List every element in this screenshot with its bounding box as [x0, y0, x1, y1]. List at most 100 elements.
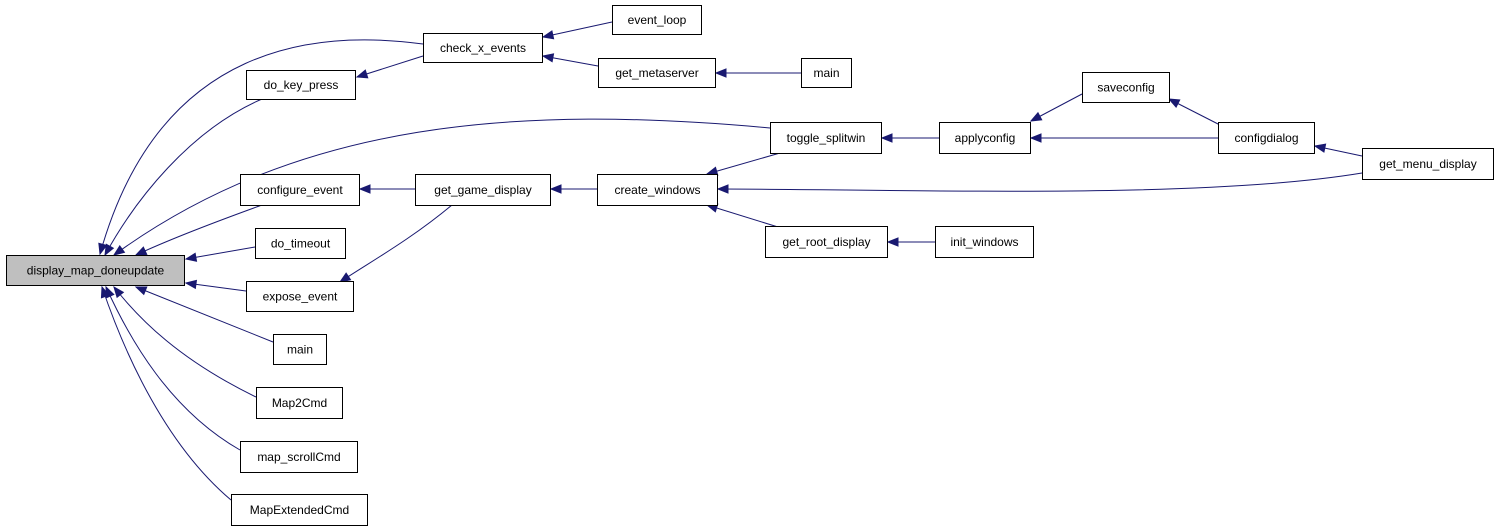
node-display-map-doneupdate[interactable]: display_map_doneupdate [6, 255, 185, 286]
edge-line [101, 286, 232, 501]
edge-arrowhead [358, 184, 371, 194]
node-label: main [287, 343, 313, 357]
node-expose-event[interactable]: expose_event [246, 281, 354, 312]
node-map-scrollcmd[interactable]: map_scrollCmd [240, 441, 358, 473]
edge-line [185, 246, 256, 260]
node-create-windows[interactable]: create_windows [597, 174, 718, 206]
edge-arrowhead [714, 68, 727, 78]
edge-arrowhead [705, 166, 719, 176]
node-box [256, 387, 343, 419]
edge-line [104, 98, 263, 256]
node-label: MapExtendedCmd [250, 503, 349, 517]
node-init-windows[interactable]: init_windows [935, 226, 1034, 258]
edge-configdialog-to-saveconfig [1167, 98, 1221, 126]
node-box [231, 494, 368, 526]
node-box [765, 226, 888, 258]
node-box [246, 70, 356, 100]
edge-main_b-to-display_map_doneupdate [134, 286, 274, 343]
edge-get_metaserver-to-check_x_events [541, 53, 599, 67]
edge-arrowhead [355, 69, 369, 79]
edge-line [706, 204, 779, 228]
edge-get_game_display-to-expose_event [338, 204, 453, 283]
node-label: map_scrollCmd [257, 450, 340, 464]
node-box [939, 122, 1031, 154]
node-box [255, 228, 346, 259]
node-configdialog[interactable]: configdialog [1218, 122, 1315, 154]
edge-arrowhead [1029, 111, 1043, 122]
edge-event_loop-to-check_x_events [541, 21, 613, 40]
node-map2cmd[interactable]: Map2Cmd [256, 387, 343, 419]
edge-arrowhead [184, 279, 198, 290]
node-saveconfig[interactable]: saveconfig [1082, 72, 1170, 103]
edge-Map2Cmd-to-display_map_doneupdate [113, 285, 257, 398]
edge-map_scrollCmd-to-display_map_doneupdate [105, 285, 241, 451]
node-label: display_map_doneupdate [27, 264, 165, 278]
edge-line [717, 172, 1363, 192]
node-label: do_timeout [271, 237, 331, 251]
node-label: expose_event [263, 290, 338, 304]
node-get-game-display[interactable]: get_game_display [415, 174, 551, 206]
node-box [770, 122, 882, 154]
edge-arrowhead [716, 184, 729, 194]
node-box [415, 174, 551, 206]
edge-MapExtendedCmd-to-display_map_doneupdate [100, 285, 232, 501]
node-box [423, 33, 543, 63]
edge-arrowhead [112, 245, 126, 256]
node-label: configure_event [257, 183, 343, 197]
node-label: get_game_display [434, 183, 531, 197]
node-applyconfig[interactable]: applyconfig [939, 122, 1031, 154]
edges [98, 21, 1363, 501]
node-do-timeout[interactable]: do_timeout [255, 228, 346, 259]
node-toggle-splitwin[interactable]: toggle_splitwin [770, 122, 882, 154]
node-mapextendedcmd[interactable]: MapExtendedCmd [231, 494, 368, 526]
node-box [246, 281, 354, 312]
node-get-root-display[interactable]: get_root_display [765, 226, 888, 258]
node-label: check_x_events [440, 41, 526, 55]
edge-line [356, 55, 424, 78]
edge-line [135, 204, 263, 256]
node-box [598, 58, 716, 88]
node-label: get_metaserver [615, 66, 698, 80]
edge-check_x_events-to-display_map_doneupdate [98, 39, 424, 256]
node-main-b[interactable]: main [273, 334, 327, 365]
node-box [612, 5, 702, 35]
edge-do_timeout-to-display_map_doneupdate [184, 246, 256, 262]
edge-applyconfig-to-toggle_splitwin [880, 133, 939, 143]
node-get-menu-display[interactable]: get_menu_display [1362, 148, 1494, 180]
edge-get_menu_display-to-create_windows [716, 172, 1363, 194]
node-do-key-press[interactable]: do_key_press [246, 70, 356, 100]
edge-arrowhead [541, 53, 555, 63]
edge-arrowhead [100, 285, 110, 299]
node-check-x-events[interactable]: check_x_events [423, 33, 543, 63]
node-label: get_menu_display [1379, 157, 1476, 171]
node-box [801, 58, 852, 88]
edge-line [113, 286, 257, 398]
edge-do_key_press-to-display_map_doneupdate [104, 98, 263, 257]
edge-init_windows-to-get_root_display [886, 237, 935, 247]
node-label: do_key_press [264, 78, 339, 92]
edge-arrowhead [549, 184, 562, 194]
node-main-a[interactable]: main [801, 58, 852, 88]
edge-line [706, 152, 781, 175]
edge-do_key_press-to-check_x_events [355, 55, 424, 79]
node-configure-event[interactable]: configure_event [240, 174, 360, 206]
edge-arrowhead [541, 30, 555, 40]
edge-arrowhead [1313, 143, 1327, 153]
edge-main_a-to-get_metaserver [714, 68, 801, 78]
node-box [273, 334, 327, 365]
edge-arrowhead [338, 272, 352, 283]
node-get-metaserver[interactable]: get_metaserver [598, 58, 716, 88]
node-label: configdialog [1234, 131, 1298, 145]
edge-arrowhead [98, 242, 108, 256]
node-event-loop[interactable]: event_loop [612, 5, 702, 35]
node-box [240, 441, 358, 473]
edge-arrowhead [1167, 98, 1181, 108]
edge-line [339, 204, 453, 283]
node-box [6, 255, 185, 286]
edge-get_game_display-to-configure_event [358, 184, 415, 194]
node-label: main [813, 66, 839, 80]
edge-create_windows-to-get_game_display [549, 184, 597, 194]
node-label: saveconfig [1097, 81, 1154, 95]
edge-arrowhead [880, 133, 893, 143]
